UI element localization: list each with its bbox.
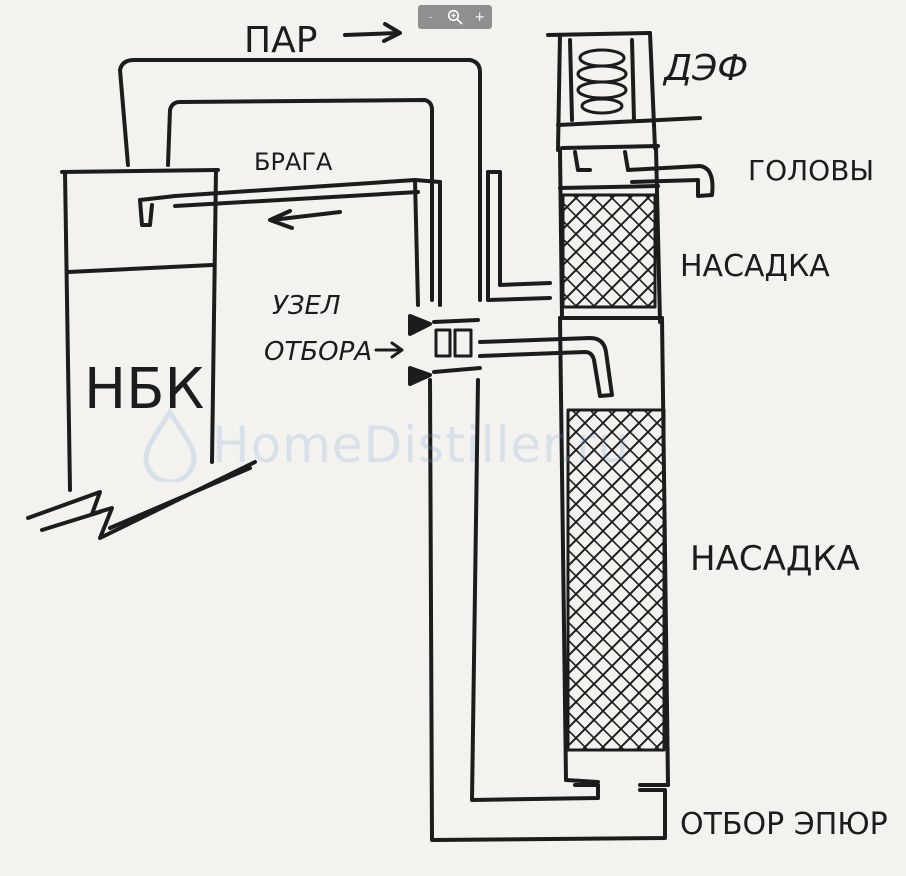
takeoff-node-arrow bbox=[374, 341, 404, 359]
heater-break-line bbox=[26, 460, 257, 540]
label-packing-top: НАСАДКА bbox=[680, 249, 830, 284]
zoom-out-button[interactable]: - bbox=[427, 9, 433, 25]
zoom-button[interactable] bbox=[444, 6, 466, 28]
zoom-in-button[interactable]: + bbox=[474, 9, 486, 25]
label-packing-bottom: НАСАДКА bbox=[690, 539, 860, 579]
takeoff-valves bbox=[408, 314, 482, 386]
steam-pipe bbox=[118, 58, 482, 302]
label-dephlegmator: ДЭФ bbox=[662, 48, 748, 89]
column-bottom bbox=[564, 778, 670, 787]
zoom-toolbar: - + bbox=[418, 5, 492, 29]
label-takeoff-node-line1: УЗЕЛ bbox=[272, 291, 341, 321]
label-bottom-takeoff: ОТБОР ЭПЮР bbox=[680, 807, 888, 842]
boiler-vessel bbox=[60, 168, 220, 492]
label-steam: ПАР bbox=[244, 20, 317, 61]
side-pipe bbox=[486, 170, 552, 302]
wash-pipe bbox=[138, 178, 442, 307]
dephlegmator-coil bbox=[576, 48, 628, 115]
steam-arrow bbox=[343, 22, 402, 43]
dephlegmator-box bbox=[546, 31, 702, 152]
magnifier-icon bbox=[447, 9, 463, 25]
label-boiler: НБК bbox=[84, 357, 204, 422]
wash-flow-arrow bbox=[268, 209, 342, 230]
label-takeoff-node-line2: ОТБОРА bbox=[264, 337, 372, 367]
heads-takeoff bbox=[558, 150, 715, 198]
label-wash: БРАГА bbox=[254, 148, 333, 176]
lower-packing bbox=[566, 408, 666, 752]
upper-packing bbox=[561, 193, 657, 309]
return-downpipe bbox=[428, 378, 667, 842]
label-heads: ГОЛОВЫ bbox=[748, 154, 874, 187]
middle-takeoff-pipe bbox=[478, 336, 614, 398]
